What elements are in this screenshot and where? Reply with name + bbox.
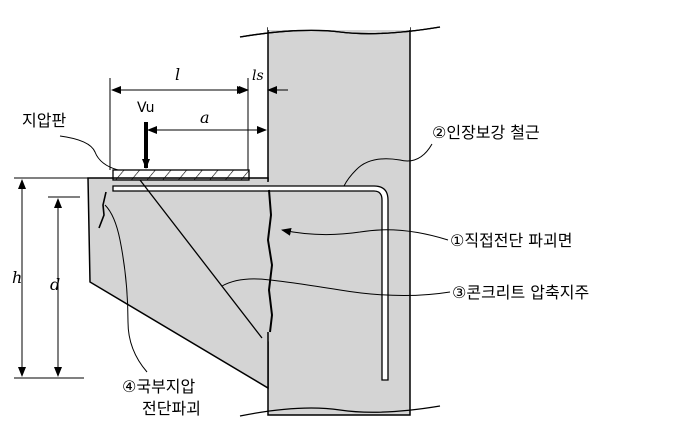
leader-concrete-strut <box>221 278 451 297</box>
label-local-bearing-1: ④국부지압 <box>122 377 196 396</box>
dim-l-label: l <box>175 65 180 84</box>
dim-d-label: d <box>50 275 60 294</box>
leader-local-bearing <box>104 204 148 373</box>
label-tension-reinforcement: ②인장보강 철근 <box>432 123 540 142</box>
label-local-bearing-2: 전단파괴 <box>142 399 201 418</box>
concrete-strut-line <box>139 179 263 339</box>
corbel <box>87 177 269 390</box>
column-break-top-white <box>268 0 410 30</box>
label-direct-shear: ①직접전단 파괴면 <box>450 231 572 250</box>
label-concrete-strut: ③콘크리트 압축지주 <box>452 283 589 302</box>
dim-a-label: a <box>200 108 210 127</box>
leader-bearing-plate <box>59 135 119 171</box>
dim-ls-label: ls <box>252 68 264 84</box>
local-bearing-crack <box>98 191 107 229</box>
leader-tension-reinforcement <box>343 143 433 187</box>
load-label: Vu <box>137 100 155 116</box>
label-bearing-plate: 지압판 <box>22 111 66 130</box>
direct-shear-crack <box>266 189 274 333</box>
tension-reinforcement-bar <box>112 185 389 381</box>
dim-h-label: h <box>12 268 22 287</box>
leader-direct-shear <box>281 227 449 241</box>
column-break-bottom <box>239 405 441 417</box>
bearing-plate <box>112 169 250 181</box>
